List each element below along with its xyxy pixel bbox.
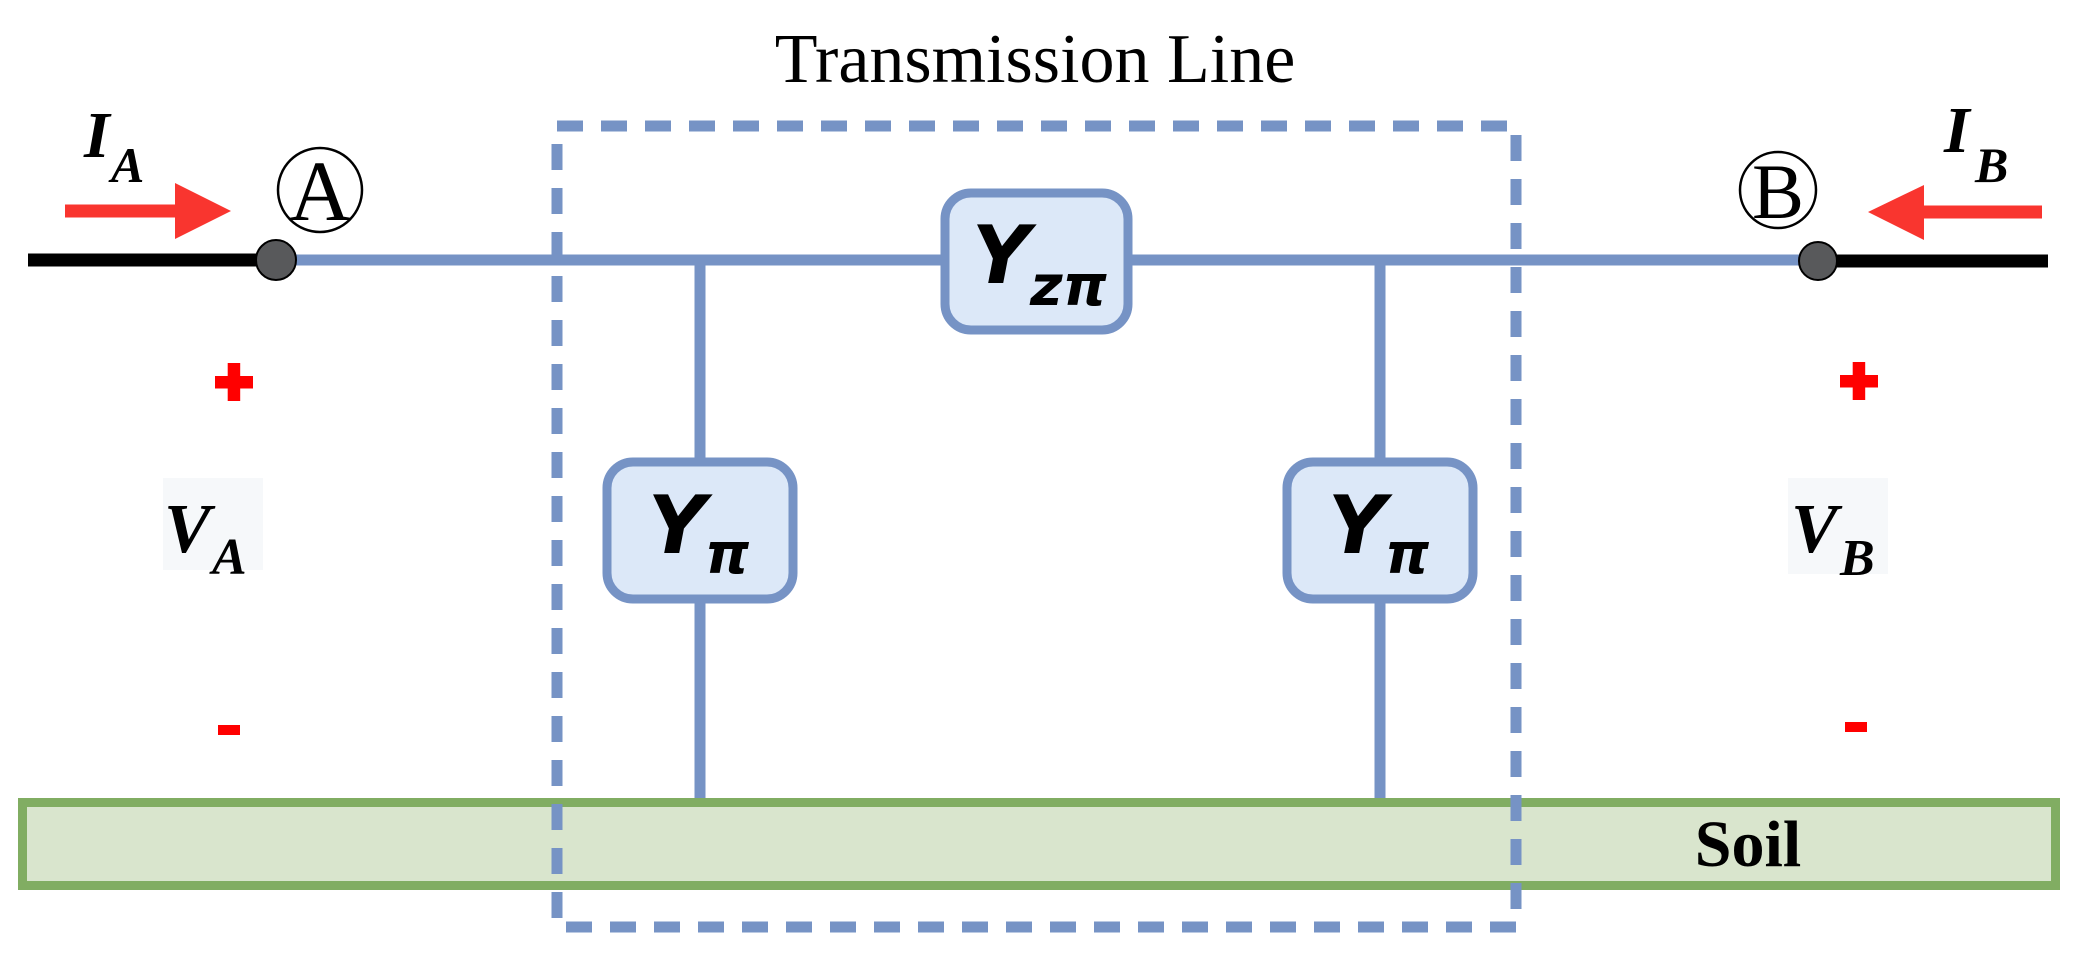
soil-label: Soil xyxy=(1695,808,1801,881)
shunt-admittance-left-box: Y π xyxy=(602,457,798,604)
current-b-arrow xyxy=(1868,185,2042,240)
shunt-right-rect xyxy=(1282,457,1478,604)
shunt-admittance-right-box: Y π xyxy=(1282,457,1478,604)
current-b-subscript: B xyxy=(1974,137,2008,193)
voltage-b-bg xyxy=(1788,478,1888,574)
polarity-a-plus xyxy=(215,363,253,401)
voltage-a-base: V xyxy=(164,491,216,568)
voltage-b-subscript: B xyxy=(1839,530,1875,587)
voltage-a-label: V A xyxy=(163,478,263,586)
soil-bar xyxy=(18,798,2060,890)
diagram-title: Transmission Line xyxy=(775,21,1296,98)
voltage-a-bg xyxy=(163,478,263,570)
polarity-b-minus xyxy=(1845,722,1867,732)
shunt-left-subscript: π xyxy=(705,522,750,587)
shunt-left-rect xyxy=(602,457,798,604)
current-b-label: I B xyxy=(1943,94,2008,193)
shunt-right-subscript: π xyxy=(1385,522,1430,587)
series-admittance-subscript: zπ xyxy=(1029,254,1108,319)
voltage-b-base: V xyxy=(1791,491,1843,568)
current-a-subscript: A xyxy=(108,137,144,193)
series-admittance-rect xyxy=(940,188,1133,335)
series-admittance-label: Y xyxy=(972,209,1037,302)
terminal-a-badge: A xyxy=(276,143,364,239)
arrow-a-head xyxy=(175,183,231,239)
arrow-b-head xyxy=(1868,185,1924,240)
current-a-base: I xyxy=(83,99,112,172)
polarity-a-minus xyxy=(218,725,240,735)
node-a-dot xyxy=(255,239,297,281)
terminal-a-letter: A xyxy=(289,143,351,239)
terminal-b-badge: B xyxy=(1738,148,1818,235)
arrow-b-shaft xyxy=(1922,205,2042,219)
shunt-right-label: Y xyxy=(1328,479,1393,572)
polarity-b-plus xyxy=(1840,362,1878,400)
node-b-dot xyxy=(1798,241,1838,281)
current-b-base: I xyxy=(1943,94,1972,167)
series-admittance-box: Y zπ xyxy=(940,188,1133,335)
shunt-left-label: Y xyxy=(648,479,713,572)
voltage-a-subscript: A xyxy=(209,529,247,586)
voltage-b-label: V B xyxy=(1788,478,1888,587)
terminal-a-circle xyxy=(276,146,364,234)
current-a-label: I A xyxy=(83,99,144,193)
terminal-b-letter: B xyxy=(1752,148,1804,235)
terminal-b-circle xyxy=(1738,150,1818,230)
current-a-arrow xyxy=(65,183,231,239)
arrow-a-shaft xyxy=(65,204,177,218)
